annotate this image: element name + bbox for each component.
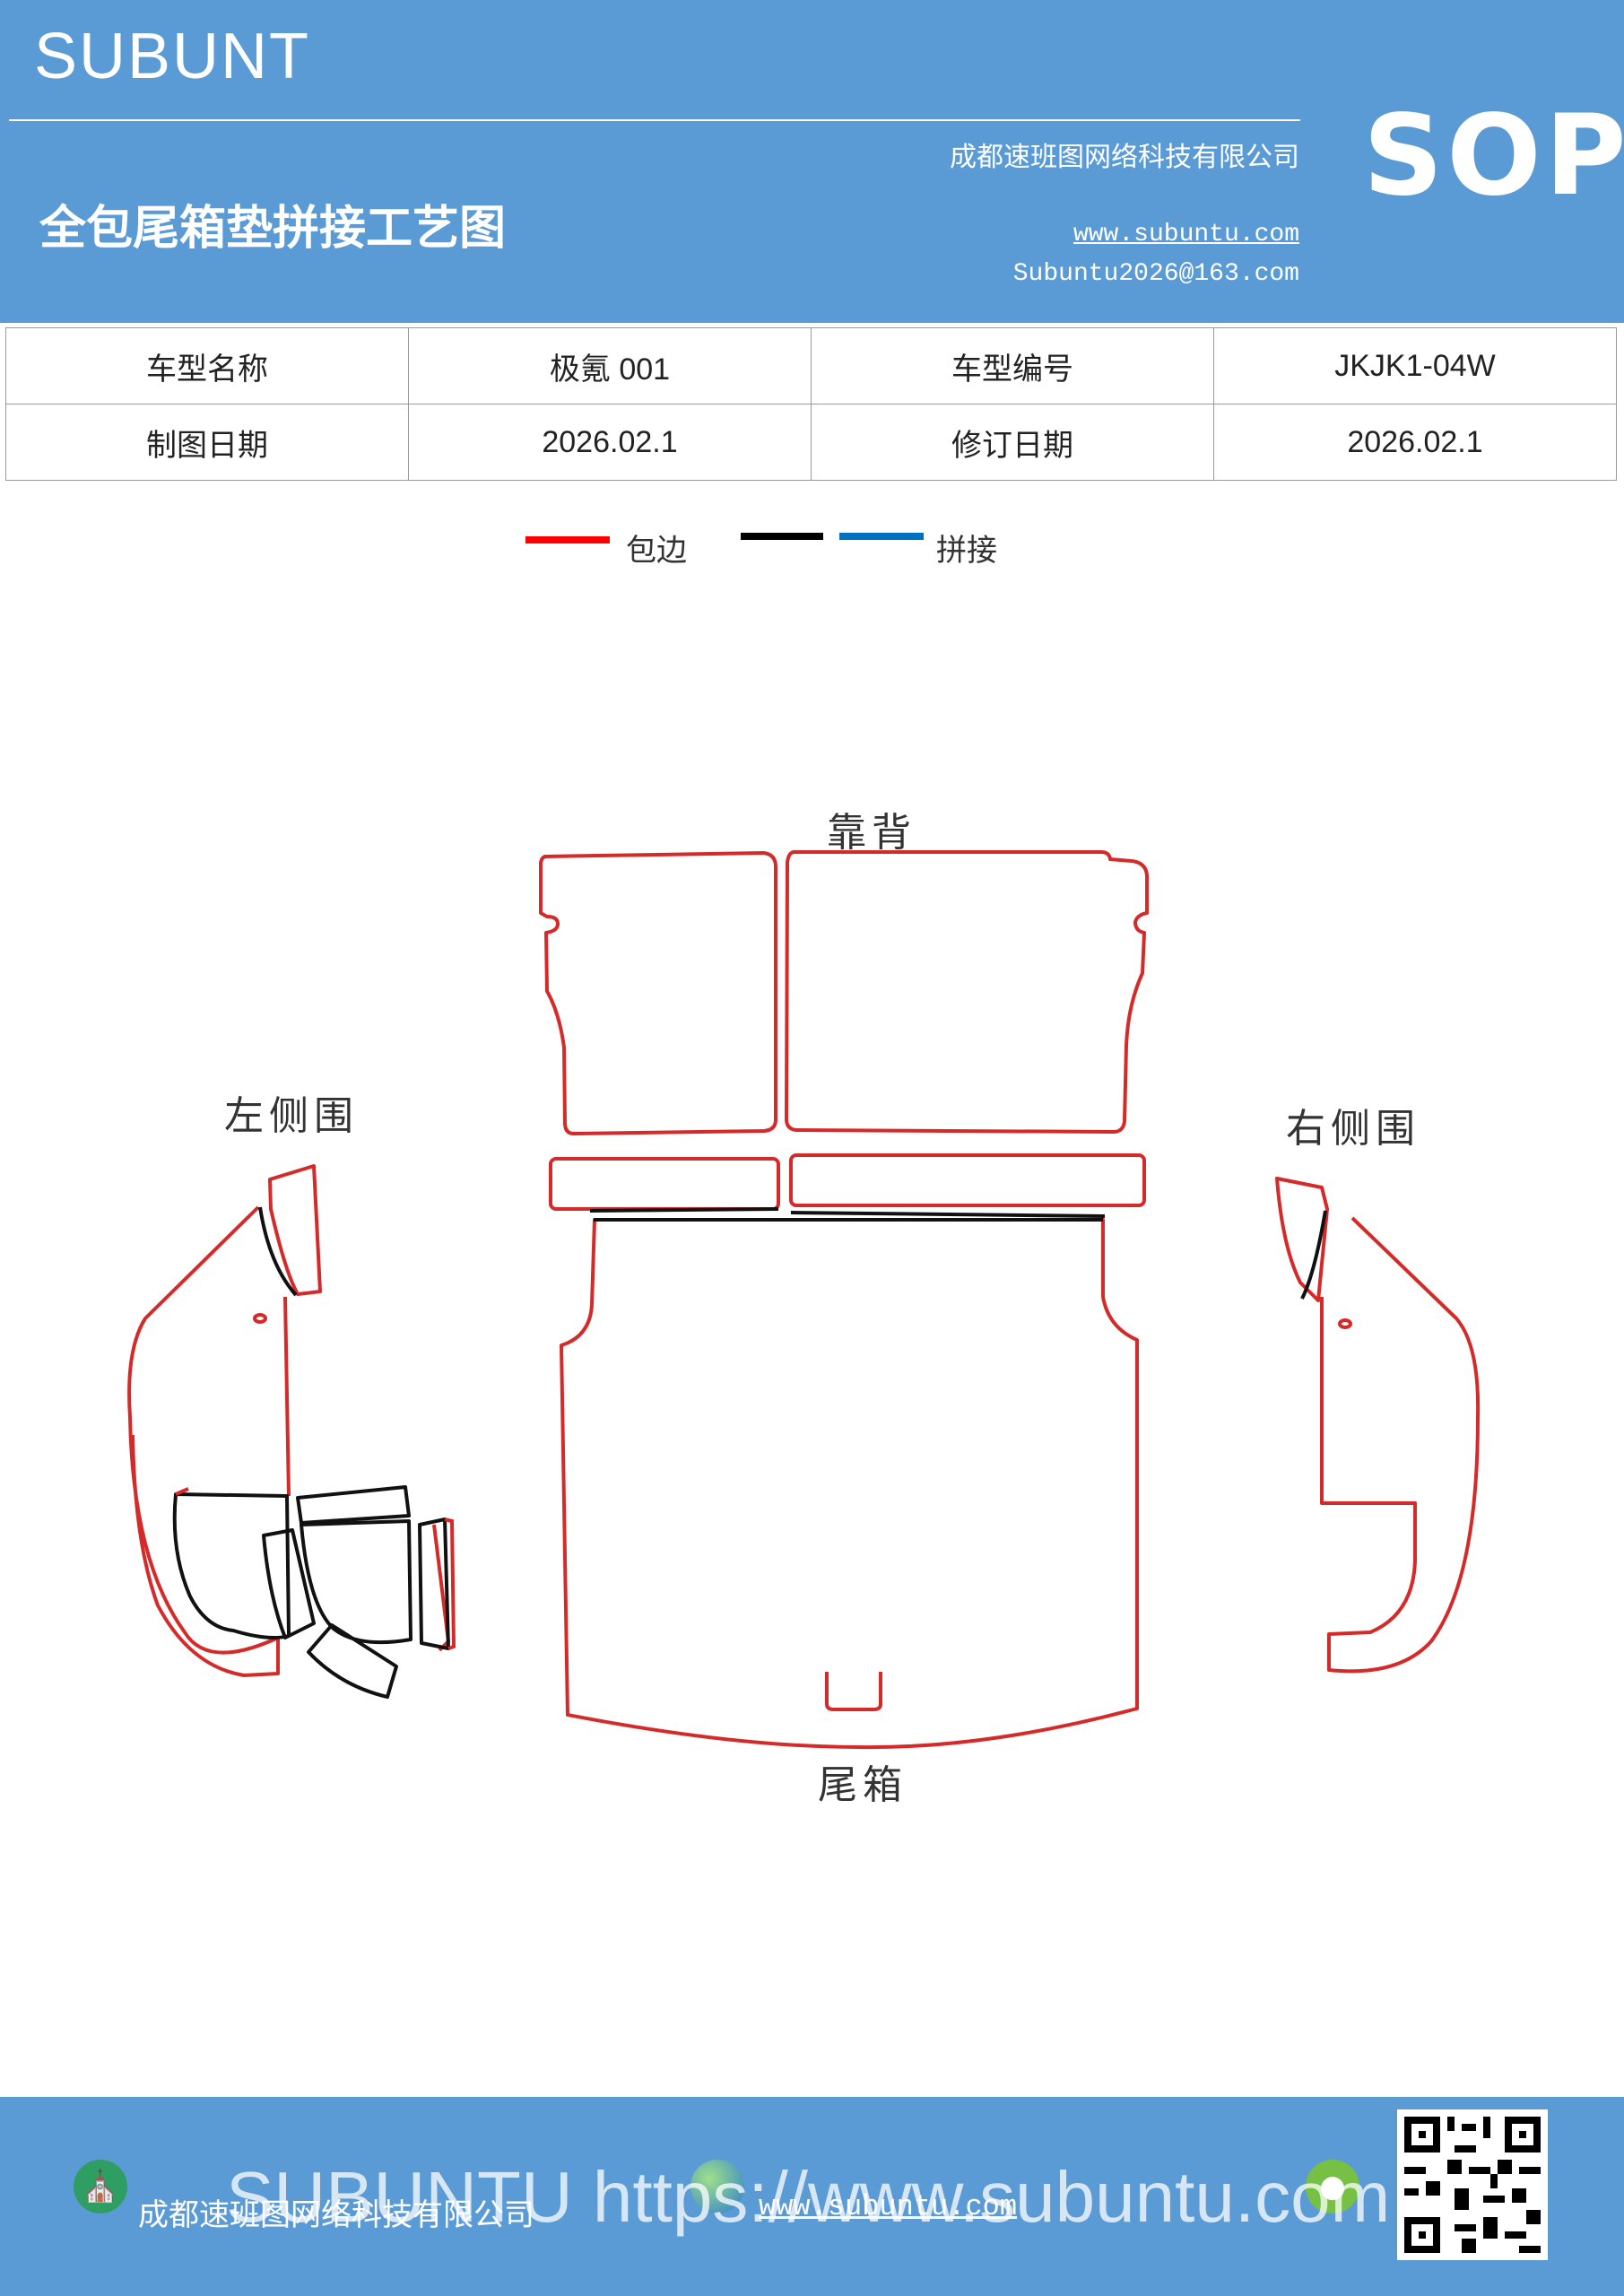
page-header: SUBUNT 全包尾箱垫拼接工艺图 成都速班图网络科技有限公司 www.subu… [0, 0, 1624, 323]
model-name-label: 车型名称 [5, 327, 409, 404]
line-legend: 包边 拼接 [0, 520, 1624, 574]
trunk-notch [825, 1672, 882, 1711]
draw-date-value: 2026.02.1 [408, 404, 812, 481]
left-side-panel [127, 1205, 280, 1677]
model-code-label: 车型编号 [811, 327, 1214, 404]
label-right-side: 右侧围 [1286, 1106, 1420, 1152]
footer-website-link[interactable]: www.subuntu.com [759, 2190, 1018, 2223]
backrest-strip-right [789, 1153, 1146, 1207]
right-side-small-piece [1275, 1177, 1329, 1302]
brand-logo: SUBUNT [34, 21, 311, 92]
model-code-value: JKJK1-04W [1213, 327, 1617, 404]
lower-left-piece-4 [300, 1519, 413, 1645]
revision-date-value: 2026.02.1 [1213, 404, 1617, 481]
legend-edge-line [525, 536, 610, 544]
legend-seam-line-black [741, 533, 823, 540]
company-name: 成都速班图网络科技有限公司 [950, 142, 1299, 173]
lower-left-piece-6 [307, 1623, 398, 1699]
lower-left-piece-1 [172, 1492, 291, 1639]
model-name-value: 极氪 001 [408, 327, 812, 404]
table-row: 制图日期 2026.02.1 修订日期 2026.02.1 [5, 404, 1617, 481]
lower-left-piece-3 [262, 1528, 316, 1639]
header-divider [9, 119, 1300, 121]
qr-code-icon [1397, 2109, 1548, 2260]
footer-watermark: SUBUNTU https://www.subuntu.com [226, 2157, 1391, 2237]
sop-badge: SOP [1363, 91, 1624, 221]
trunk-floor-panel [560, 1218, 1139, 1750]
table-row: 车型名称 极氪 001 车型编号 JKJK1-04W [5, 327, 1617, 404]
vehicle-info-table: 车型名称 极氪 001 车型编号 JKJK1-04W 制图日期 2026.02.… [5, 327, 1617, 481]
website-link[interactable]: www.subuntu.com [1073, 221, 1299, 248]
draw-date-label: 制图日期 [5, 404, 409, 481]
right-side-panel [1320, 1216, 1481, 1674]
email-address: Subuntu2026@163.com [1012, 260, 1299, 288]
legend-edge-label: 包边 [626, 533, 687, 569]
page-footer: ⛪ 成都速班图网络科技有限公司 www.subuntu.com ● SUBUNT… [0, 2097, 1624, 2296]
backrest-strip-left [549, 1157, 780, 1211]
backrest-right-panel [785, 850, 1150, 1134]
building-icon: ⛪ [74, 2160, 127, 2213]
seam-line-left [589, 1207, 779, 1213]
wechat-icon: ● [1306, 2160, 1359, 2213]
label-left-side: 左侧围 [224, 1093, 359, 1139]
legend-seam-label: 拼接 [936, 533, 997, 569]
document-title: 全包尾箱垫拼接工艺图 [39, 202, 507, 256]
qr-code[interactable] [1397, 2109, 1548, 2260]
label-backrest: 靠背 [827, 810, 916, 856]
globe-icon [690, 2160, 744, 2213]
backrest-left-panel [539, 851, 777, 1135]
footer-company-name: 成都速班图网络科技有限公司 [138, 2197, 534, 2233]
legend-seam-line-blue [839, 533, 924, 540]
revision-date-label: 修订日期 [811, 404, 1214, 481]
label-trunk: 尾箱 [818, 1762, 908, 1808]
left-side-small-piece [268, 1164, 322, 1296]
seam-line-right [790, 1211, 1106, 1218]
lower-left-piece-2 [296, 1485, 411, 1525]
